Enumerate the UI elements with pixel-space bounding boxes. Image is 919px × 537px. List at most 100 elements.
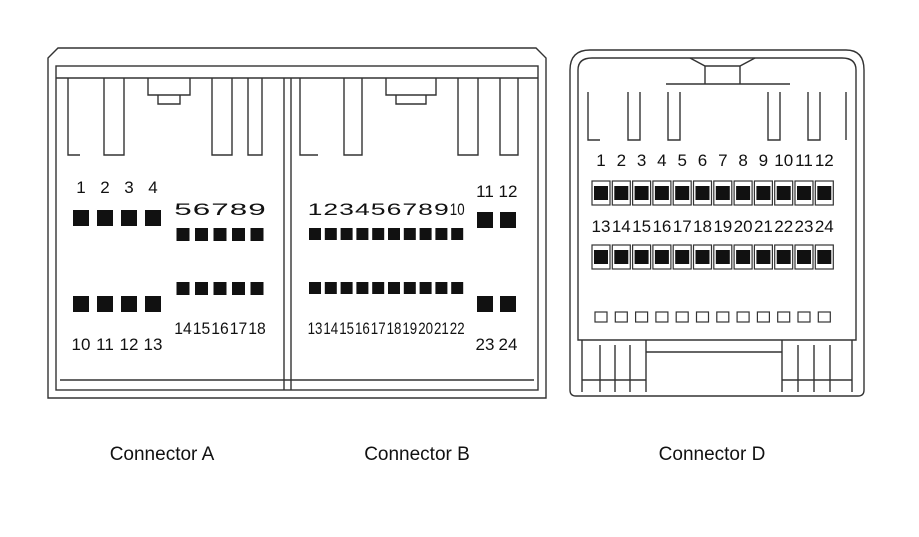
connector-d-bottom-tab [675,311,689,323]
connector-d-cavity [672,180,692,206]
connector-d-bottom-tab [736,311,750,323]
connector-b-pin-18 [388,282,400,294]
connector-b-pin-17 [372,282,385,294]
connector-d-pin-15 [634,250,649,264]
connector-a-pin-label-15: 15 [193,319,211,338]
connector-a-pin-10 [73,296,89,312]
connector-d-pin-label-3: 3 [637,151,646,170]
connector-d-cavity [631,244,652,270]
connector-b-pin-15 [340,282,353,294]
connector-d-pin-label-21: 21 [754,217,773,236]
connector-a-pin-label-8: 8 [230,200,248,219]
connector-b-pin-label-24: 24 [499,335,518,354]
connector-a-pin-label-5: 5 [174,200,192,219]
connector-a-pin-label-11: 11 [96,335,114,354]
connector-a-pin-label-14: 14 [174,319,192,338]
connector-b-pin-22 [451,282,464,294]
connector-a-pin-4 [145,210,161,226]
connector-d-pin-label-9: 9 [759,151,768,170]
connector-b-pin-23 [477,296,493,312]
connector-a-pin-label-10: 10 [72,335,91,354]
connector-a-pin-18 [250,282,264,295]
connector-a-pin-label-18: 18 [248,319,266,338]
connector-a-pin-label-9: 9 [248,200,266,219]
connector-d-pin-label-16: 16 [652,217,671,236]
connector-b-pin-9 [435,228,448,240]
connector-d-cavity [713,244,733,270]
connector-a-pin-5 [176,228,190,241]
connector-d-bottom-tab [594,311,608,323]
connector-b-pin-label-8: 8 [418,200,433,219]
connector-b-caption: Connector B [364,444,470,465]
connector-d-pin-label-8: 8 [738,151,747,170]
connector-d-pin-1 [594,186,608,200]
connector-b-pin-label-17: 17 [371,319,386,338]
connector-b-pin-label-20: 20 [418,319,433,338]
connector-d-cavity [794,244,814,270]
connector-d-bottom-tab [655,311,669,323]
connector-b-pin-24 [500,296,516,312]
connector-b-pin-6 [388,228,400,240]
connector-d-cavity [753,244,774,270]
connector-b-pin-label-4: 4 [355,200,370,219]
connector-a-pin-2 [97,210,113,226]
connector-d-bottom-tab [695,311,710,323]
connector-b-pin-label-12: 12 [499,182,518,201]
connector-b-pin-2 [324,228,337,240]
connector-d-cavity [652,180,672,206]
connector-d-pin-label-14: 14 [612,217,631,236]
connector-d-bottom-tab [777,311,791,323]
connector-d-bottom-tab [797,311,811,323]
connector-d-pin-24 [817,250,832,264]
connector-a-pin-label-1: 1 [76,178,85,197]
connector-a-pin-15 [195,282,208,295]
connector-d-pin-label-19: 19 [713,217,732,236]
connector-d-pin-label-11: 11 [795,151,813,170]
connector-a-pin-7 [213,228,227,241]
connector-d-pin-8 [736,186,751,200]
connector-a-pin-16 [213,282,227,295]
connector-b-pin-7 [403,228,416,240]
connector-d-pin-18 [695,250,710,264]
connector-d-pin-9 [756,186,771,200]
connector-d-pin-label-24: 24 [815,217,834,236]
connector-b-pin-19 [403,282,416,294]
connector-d-cavity [611,244,631,270]
connector-b-pin-11 [477,212,493,228]
connector-d-pin-label-17: 17 [673,217,692,236]
connector-d-pin-10 [776,186,791,200]
connector-b-pin-4 [356,228,369,240]
connector-b-pin-label-21: 21 [434,319,449,338]
connector-a-pin-1 [73,210,89,226]
connector-d-pin-22 [776,250,791,264]
connector-b-pin-label-1: 1 [308,200,323,219]
connector-d-pin-12 [817,186,832,200]
connector-d-pin-label-12: 12 [815,151,834,170]
connector-d-cavity [672,244,692,270]
connector-b-pin-3 [340,228,353,240]
connector-a-pin-12 [121,296,137,312]
connector-b-pin-1 [309,228,321,240]
connector-d-pin-label-15: 15 [632,217,651,236]
connector-d-pin-label-1: 1 [596,151,605,170]
connector-a-pin-label-6: 6 [193,200,211,219]
connector-d-pin-23 [797,250,811,264]
connector-a-caption: Connector A [110,444,215,465]
connector-d-cavity [713,180,733,206]
connector-b-pin-label-18: 18 [387,319,402,338]
connector-d-pin-label-22: 22 [774,217,793,236]
connector-b-pin-label-23: 23 [476,335,495,354]
connector-d-cavity [733,244,753,270]
connector-b-pin-label-6: 6 [387,200,402,219]
connector-d-pin-4 [654,186,669,200]
connector-d-pin-13 [594,250,608,264]
connector-b-pin-label-13: 13 [308,319,323,338]
connector-d-pin-label-13: 13 [592,217,611,236]
connector-a-pin-label-12: 12 [120,335,139,354]
connector-d-pin-6 [695,186,710,200]
connector-b-pin-label-14: 14 [323,319,338,338]
connector-b-pin-label-19: 19 [402,319,417,338]
connector-d-cavity [631,180,652,206]
connector-b-pin-8 [419,228,432,240]
connector-d-bottom-tab [634,311,649,323]
